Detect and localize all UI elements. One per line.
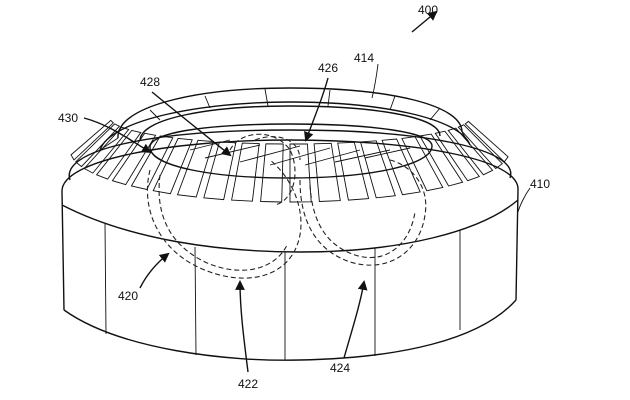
label-422: 422 <box>238 377 258 391</box>
label-410: 410 <box>530 177 550 191</box>
leader-lines <box>83 10 531 373</box>
band-slot <box>176 139 214 198</box>
band-slot <box>313 142 341 202</box>
band-slot <box>457 124 503 170</box>
band-slot <box>152 137 193 195</box>
band-slot <box>464 120 509 163</box>
band-slot <box>419 133 464 187</box>
label-414: 414 <box>354 51 374 65</box>
band-slot <box>203 141 237 201</box>
band-slot <box>130 135 174 191</box>
band-slot <box>83 126 130 174</box>
band-slot <box>447 127 494 176</box>
band-slot <box>289 143 312 203</box>
label-430: 430 <box>58 111 78 125</box>
lens-surface <box>149 123 433 179</box>
label-400: 400 <box>418 3 438 17</box>
band-slot <box>75 123 121 168</box>
slotted-band <box>68 101 512 203</box>
band-slot <box>231 142 260 202</box>
band-slot <box>381 138 421 196</box>
band-slot <box>337 141 370 201</box>
band-slot <box>359 140 396 199</box>
band-slot <box>95 129 142 180</box>
top-ring <box>99 87 471 151</box>
label-424: 424 <box>330 361 350 375</box>
band-slot <box>260 143 284 203</box>
band-slot <box>70 119 114 161</box>
label-426: 426 <box>318 61 338 75</box>
label-428: 428 <box>140 75 160 89</box>
band-slot <box>401 136 444 192</box>
band-slot <box>111 132 157 186</box>
band-slot <box>434 130 481 182</box>
internal-zones <box>146 133 427 279</box>
label-420: 420 <box>118 289 138 303</box>
outer-housing <box>61 139 519 361</box>
